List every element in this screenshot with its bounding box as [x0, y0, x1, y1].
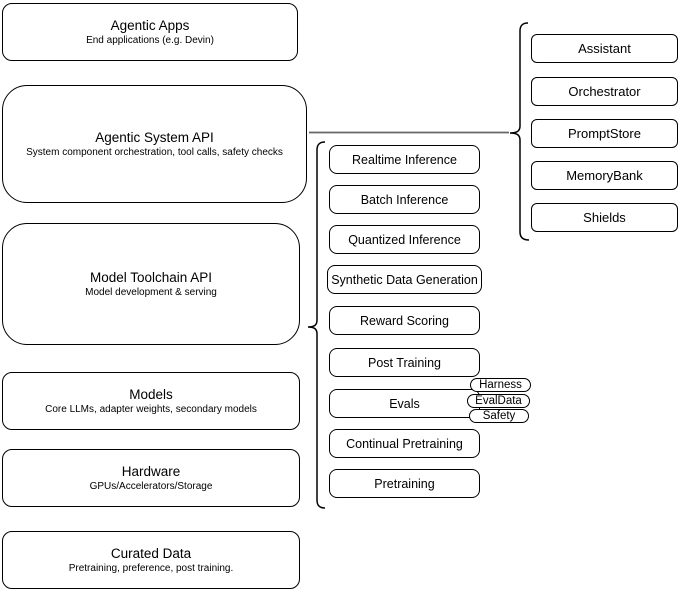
node-quantized-inference: Quantized Inference — [329, 225, 480, 254]
badge-evaldata: EvalData — [467, 394, 530, 408]
node-agentic-system-api: Agentic System API System component orch… — [2, 85, 307, 203]
node-promptstore: PromptStore — [531, 119, 678, 148]
node-curated-data: Curated Data Pretraining, preference, po… — [2, 531, 300, 589]
node-pretraining: Pretraining — [329, 469, 480, 498]
node-realtime-inference: Realtime Inference — [329, 145, 480, 174]
badge-harness: Harness — [470, 378, 531, 392]
node-reward-scoring: Reward Scoring — [329, 306, 480, 335]
badge-safety: Safety — [469, 409, 529, 423]
node-subtitle: Pretraining, preference, post training. — [68, 563, 234, 574]
node-evals: Evals — [329, 389, 480, 418]
node-assistant: Assistant — [531, 34, 678, 63]
node-post-training: Post Training — [329, 348, 480, 377]
node-shields: Shields — [531, 203, 678, 232]
node-synthetic-data-generation: Synthetic Data Generation — [327, 265, 482, 294]
node-model-toolchain-api: Model Toolchain API Model development & … — [2, 223, 300, 345]
node-memorybank: MemoryBank — [531, 161, 678, 190]
node-orchestrator: Orchestrator — [531, 77, 678, 106]
toolchain-components-brace — [307, 141, 326, 509]
node-subtitle: Core LLMs, adapter weights, secondary mo… — [45, 404, 257, 415]
node-title: Agentic System API — [95, 130, 214, 145]
node-title: Curated Data — [110, 546, 192, 561]
node-title: Agentic Apps — [110, 18, 190, 33]
node-subtitle: System component orchestration, tool cal… — [26, 147, 283, 158]
node-title: Hardware — [121, 464, 181, 479]
node-agentic-apps: Agentic Apps End applications (e.g. Devi… — [2, 3, 298, 61]
node-models: Models Core LLMs, adapter weights, secon… — [2, 372, 300, 430]
node-title: Model Toolchain API — [89, 270, 213, 285]
node-batch-inference: Batch Inference — [329, 185, 480, 214]
node-subtitle: Model development & serving — [85, 287, 217, 298]
system-components-brace — [509, 22, 530, 241]
node-subtitle: GPUs/Accelerators/Storage — [89, 481, 213, 492]
node-hardware: Hardware GPUs/Accelerators/Storage — [2, 449, 300, 507]
node-title: Models — [129, 387, 173, 402]
node-continual-pretraining: Continual Pretraining — [329, 429, 480, 458]
node-subtitle: End applications (e.g. Devin) — [86, 35, 214, 46]
